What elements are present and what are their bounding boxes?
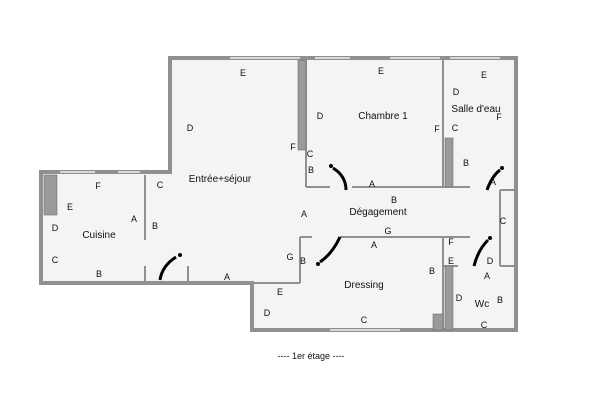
structural-columns (43, 59, 454, 331)
wall-label: D (52, 223, 59, 233)
wall-label: D (317, 111, 324, 121)
wall-label: F (448, 237, 454, 247)
floor-caption: ---- 1er étage ---- (277, 351, 344, 361)
wall-label: A (371, 240, 377, 250)
wall-label: A (301, 209, 307, 219)
wall-label: C (307, 149, 314, 159)
wall-label: C (361, 315, 368, 325)
windows (60, 57, 500, 331)
room-wc: Wc (475, 299, 489, 310)
wall-label: D (453, 87, 460, 97)
wall-label: E (448, 256, 454, 266)
interior-walls (144, 58, 516, 330)
wall-label: F (496, 112, 502, 122)
wall-label: C (481, 320, 488, 330)
wall-label: A (484, 271, 490, 281)
wall-label: C (452, 123, 459, 133)
door-dressing (319, 236, 342, 264)
wall-label: B (96, 269, 102, 279)
wall-label: E (378, 66, 384, 76)
room-cuisine: Cuisine (82, 230, 116, 241)
doors (158, 164, 504, 281)
wall-label: D (487, 256, 494, 266)
wall-label: E (277, 287, 283, 297)
wall-label: F (290, 142, 296, 152)
wall-label: F (434, 124, 440, 134)
wall-label: G (286, 252, 293, 262)
room-chambre: Chambre 1 (358, 111, 408, 122)
wall-label: C (500, 216, 507, 226)
wall-label: C (157, 180, 164, 190)
wall-label: B (463, 158, 469, 168)
wall-label: B (300, 256, 306, 266)
wall-label: D (187, 123, 194, 133)
wall-label: A (490, 177, 496, 187)
wall-label: B (152, 221, 158, 231)
wall-labels: E D C A F D F C B E A B E D F C B A E F … (52, 66, 507, 330)
room-degagement: Dégagement (349, 207, 406, 218)
wall-label: B (497, 295, 503, 305)
wall-label: A (369, 179, 375, 189)
wall-label: D (264, 308, 271, 318)
room-entree-sejour: Entrée+séjour (189, 174, 252, 185)
wall-label: E (481, 70, 487, 80)
door-cuisine (158, 255, 177, 281)
room-salle-eau: Salle d'eau (451, 104, 500, 115)
door-chambre (332, 166, 348, 191)
wall-label: B (429, 266, 435, 276)
wall-label: D (456, 293, 463, 303)
wall-label: B (308, 165, 314, 175)
room-names: Entrée+séjour Chambre 1 Salle d'eau Cuis… (82, 104, 500, 310)
door-salle-eau (485, 168, 501, 191)
wall-label: F (95, 181, 101, 191)
room-dressing: Dressing (344, 280, 383, 291)
wall-label: E (67, 202, 73, 212)
wall-label: G (384, 226, 391, 236)
wall-label: E (240, 68, 246, 78)
door-wc (472, 238, 490, 267)
wall-label: A (131, 214, 137, 224)
wall-label: C (52, 255, 59, 265)
wall-label: B (391, 195, 397, 205)
wall-label: A (224, 272, 230, 282)
